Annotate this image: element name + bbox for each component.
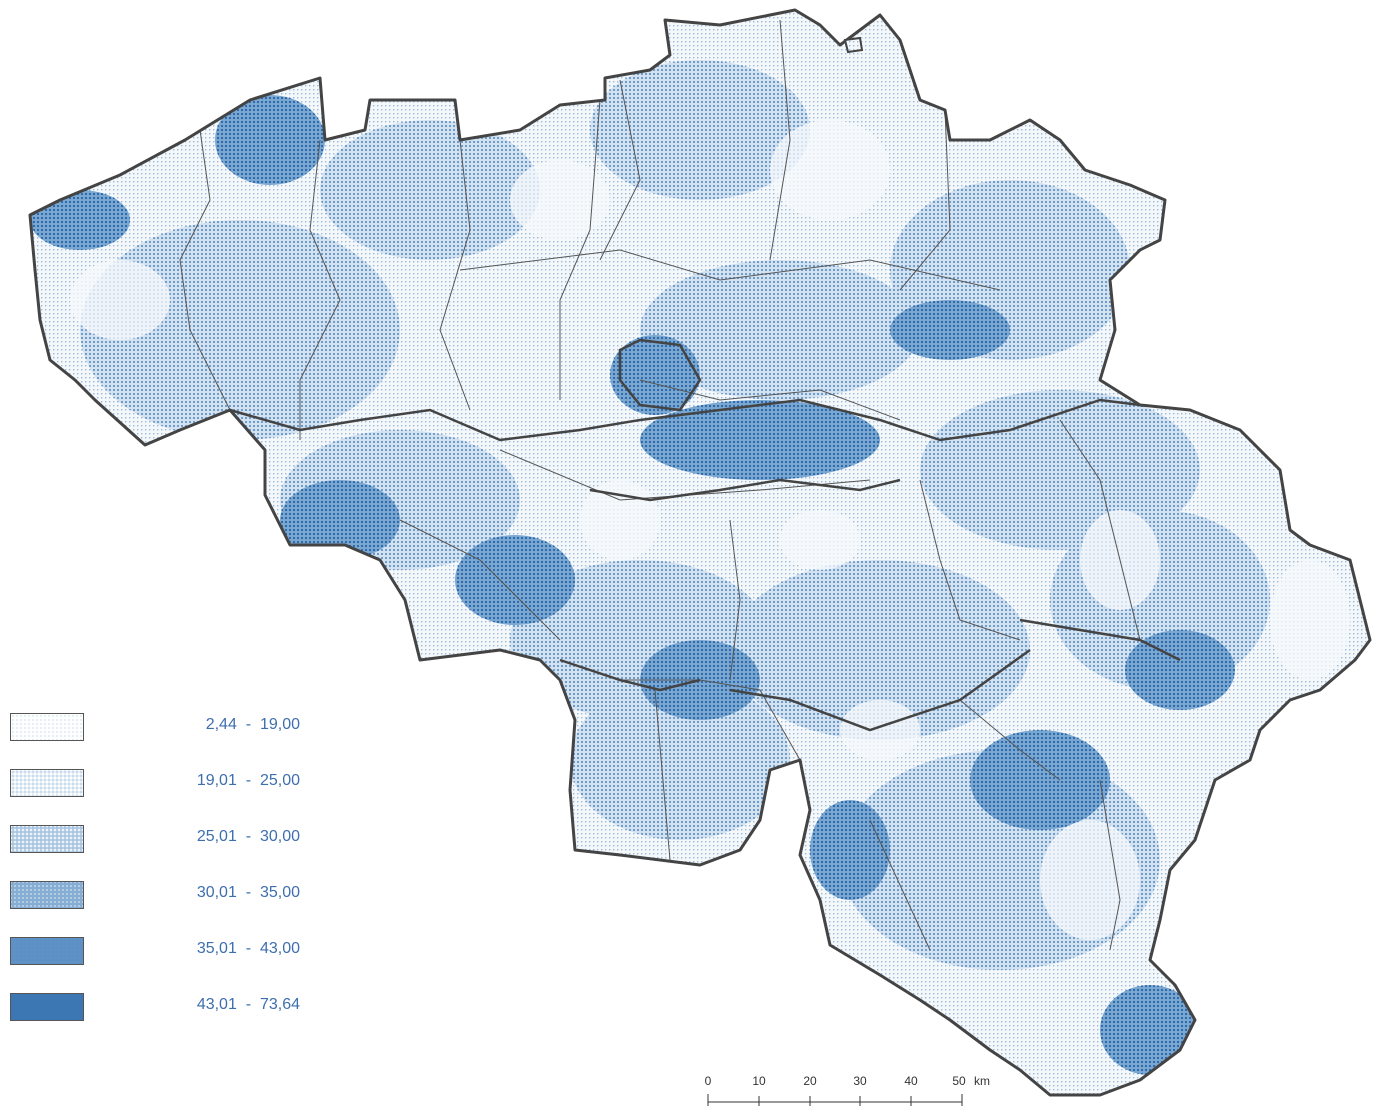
legend-item: 25,01 - 30,00 <box>10 825 310 859</box>
scale-bar: 0 10 20 30 40 50 km <box>700 1074 1000 1108</box>
scale-tick-label: 40 <box>904 1074 918 1088</box>
country-outline <box>28 8 1372 1097</box>
legend-label: 25,01 - 30,00 <box>196 828 300 845</box>
legend-swatch <box>10 993 84 1021</box>
enclave-outline <box>843 36 864 54</box>
legend-swatch <box>10 713 84 741</box>
legend-label: 2,44 - 19,00 <box>205 716 300 733</box>
legend-swatch <box>10 825 84 853</box>
legend-item: 35,01 - 43,00 <box>10 937 310 971</box>
legend-item: 19,01 - 25,00 <box>10 769 310 803</box>
scale-tick-label: 30 <box>853 1074 867 1088</box>
scale-tick-label: 50 <box>952 1074 966 1088</box>
district-borders <box>179 19 1141 951</box>
legend-item: 2,44 - 19,00 <box>10 713 310 747</box>
legend-item: 30,01 - 35,00 <box>10 881 310 915</box>
legend-item: 43,01 - 73,64 <box>10 993 310 1027</box>
legend-label: 19,01 - 25,00 <box>196 772 300 789</box>
legend-swatch <box>10 937 84 965</box>
legend-label: 35,01 - 43,00 <box>196 940 300 957</box>
regional-borders <box>229 338 1181 732</box>
legend-label: 43,01 - 73,64 <box>196 996 300 1013</box>
legend-swatch <box>10 769 84 797</box>
scale-unit-label: km <box>974 1074 990 1088</box>
scale-bar-line <box>707 1094 963 1106</box>
legend-swatch <box>10 881 84 909</box>
legend-label: 30,01 - 35,00 <box>196 884 300 901</box>
scale-tick-label: 20 <box>803 1074 817 1088</box>
scale-tick-label: 10 <box>752 1074 766 1088</box>
scale-tick-label: 0 <box>704 1074 712 1088</box>
